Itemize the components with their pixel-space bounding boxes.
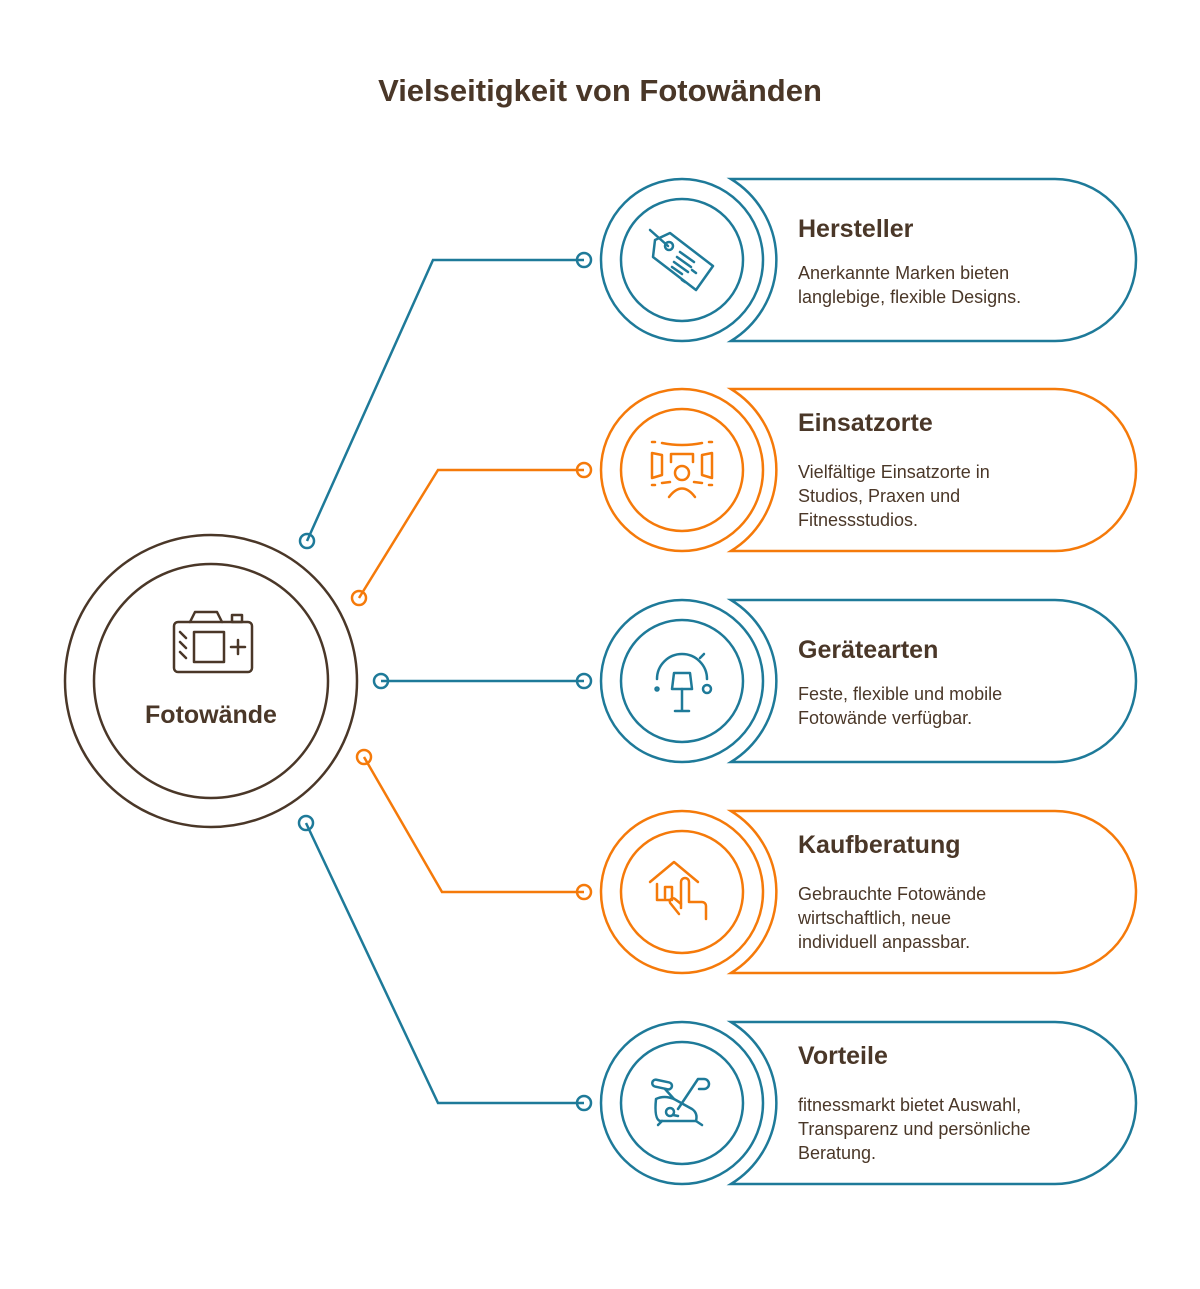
item-desc-line: wirtschaftlich, neue <box>797 908 951 928</box>
item-geraetearten: Gerätearten Feste, flexible und mobile F… <box>599 598 1138 764</box>
item-title: Gerätearten <box>798 636 938 664</box>
item-vorteile: Vorteile fitnessmarkt bietet Auswahl, Tr… <box>599 1020 1138 1186</box>
center-label: Fotowände <box>145 701 277 729</box>
item-desc-line: langlebige, flexible Designs. <box>798 287 1021 307</box>
house-hand-icon <box>648 860 708 921</box>
item-desc-line: fitnessmarkt bietet Auswahl, <box>798 1095 1021 1115</box>
item-desc-line: Transparenz und persönliche <box>798 1119 1030 1139</box>
item-desc-line: Vielfältige Einsatzorte in <box>798 462 990 482</box>
item-title: Einsatzorte <box>798 409 933 437</box>
exercise-bike-icon <box>650 1077 711 1127</box>
item-title: Kaufberatung <box>798 831 961 859</box>
item-title: Vorteile <box>798 1042 888 1070</box>
item-desc-line: individuell anpassbar. <box>798 932 970 952</box>
price-tag-icon <box>648 228 715 292</box>
studio-person-icon <box>650 440 714 499</box>
item-desc-line: Gebrauchte Fotowände <box>798 884 986 904</box>
center-node: Fotowände <box>63 533 359 829</box>
item-hersteller: Hersteller Anerkannte Marken bieten lang… <box>599 177 1138 343</box>
item-desc-line: Beratung. <box>798 1143 876 1163</box>
diagram-title: Vielseitigkeit von Fotowänden <box>378 73 822 108</box>
connectors <box>297 251 593 1112</box>
item-desc-line: Fotowände verfügbar. <box>798 708 972 728</box>
item-desc-line: Fitnessstudios. <box>798 510 918 530</box>
item-desc-line: Anerkannte Marken bieten <box>798 263 1009 283</box>
item-einsatzorte: Einsatzorte Vielfältige Einsatzorte in S… <box>599 387 1138 553</box>
camera-plus-icon <box>172 610 254 674</box>
lamp-icon <box>654 652 713 713</box>
item-kaufberatung: Kaufberatung Gebrauchte Fotowände wirtsc… <box>599 809 1138 975</box>
item-desc-line: Feste, flexible und mobile <box>798 684 1002 704</box>
item-title: Hersteller <box>798 215 914 243</box>
item-desc-line: Studios, Praxen und <box>798 486 960 506</box>
